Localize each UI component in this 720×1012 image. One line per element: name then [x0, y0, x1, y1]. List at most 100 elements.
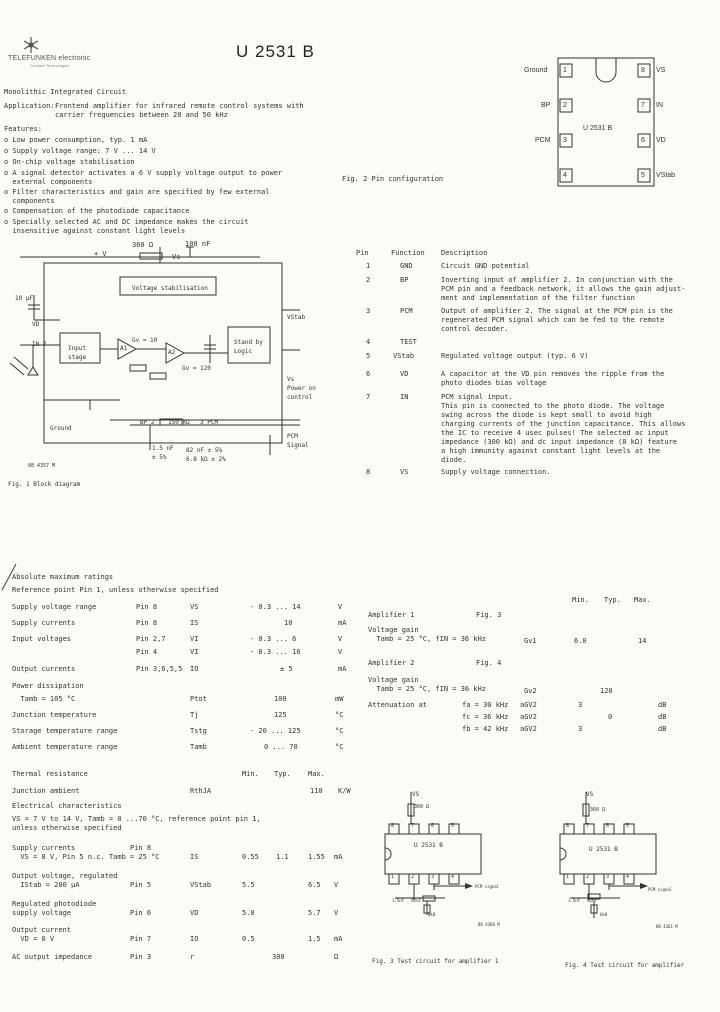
feature-item: o A signal detector activates a 6 V supp… — [4, 169, 283, 186]
amp1-label: Amplifier 1 — [368, 611, 415, 619]
pin-row-pin: 5 — [366, 352, 371, 360]
application-text: Frontend amplifier for infrared remote c… — [55, 102, 304, 119]
bd-cap-left: 10 µF — [15, 295, 34, 302]
bd-ground: Ground — [50, 425, 72, 432]
pin-7-num: 7 — [641, 102, 645, 109]
electrical-subtitle: VS = 7 V to 14 V, Tamb = 0 ...70 °C, ref… — [12, 815, 261, 832]
fig4-pcm: PCM signal — [648, 887, 673, 892]
table-row: Output current VD = 0 V Pin 7 IO 0.5 1.5… — [12, 926, 343, 943]
bd-r-6k8: 6.8 kΩ ± 2% — [186, 456, 226, 463]
bd-pcm-signal: PCM Signal — [287, 433, 309, 449]
margin-mark — [1, 563, 17, 591]
pin-row-pin: 1 — [366, 262, 371, 270]
pin-row-func: TEST — [400, 338, 417, 346]
fig4-caption: Fig. 4 Test circuit for amplifier — [565, 962, 685, 969]
amp2-sym: Gv2 — [524, 687, 537, 695]
bd-c-bp: 1.5 nF ± 5% — [152, 445, 174, 461]
bd-plus-v: + V — [94, 250, 107, 258]
brand-subline: Creative Technologies — [30, 63, 70, 68]
subtitle: Monolithic Integrated Circuit — [4, 88, 127, 96]
fig3-pin: 1 — [391, 874, 395, 880]
pin-col-header: Pin — [356, 249, 369, 257]
pin-row-pin: 2 — [366, 276, 371, 284]
application-label: Application: — [4, 102, 55, 110]
fig4-pin: 8 — [566, 823, 570, 829]
thermal-min-header: Min. — [242, 770, 259, 778]
fig4-r1: 360 Ω — [590, 807, 606, 813]
pin-row-pin: 3 — [366, 307, 371, 315]
pin-row-func: GND — [400, 262, 413, 270]
brand-name: TELEFUNKEN electronic — [8, 55, 91, 62]
amp-min-header: Min. — [572, 596, 589, 604]
thermal-title: Thermal resistance — [12, 770, 88, 778]
feature-item: o Supply voltage range: 7 V ... 14 V — [4, 147, 156, 155]
bd-bp: BP 2 — [140, 419, 155, 426]
amp2-label: Amplifier 2 — [368, 659, 415, 667]
pin-3-name: PCM — [535, 137, 551, 144]
table-row: Output voltage, regulated IStab = 200 µA… — [12, 872, 339, 889]
bd-vs-out: Vs — [287, 376, 295, 383]
pin-6-name: VD — [656, 137, 666, 144]
pin-7-name: IN — [656, 102, 663, 109]
fig3-code: 88 4360 M — [478, 922, 500, 927]
bd-c-top: 100 nF — [185, 240, 211, 248]
fig2-caption: Fig. 2 Pin configuration — [342, 175, 444, 183]
fig4-r2: 6k8 — [600, 912, 608, 917]
bd-standby: Stand by Logic — [234, 339, 263, 355]
fig4-vs: VS — [586, 791, 594, 798]
pin-2-name: BP — [541, 102, 551, 109]
light-arrows-icon — [9, 356, 29, 376]
bd-in: IN 7 — [32, 341, 47, 348]
bd-power-on: Power on control — [287, 385, 316, 401]
fig3-vs: VS — [412, 791, 420, 798]
fig4-chip: U 2531 B — [589, 846, 618, 853]
abs-max-title: Absolute maximum ratings — [12, 573, 114, 581]
electrical-title: Electrical characteristics — [12, 802, 122, 810]
pin-row-func: VD — [400, 370, 409, 378]
description-col-header: Description — [441, 249, 488, 257]
function-col-header: Function — [391, 249, 425, 257]
pin-3-num: 3 — [563, 137, 567, 144]
fig3-caps: 1.5nF 82nF — [392, 898, 421, 903]
pin-row-func: VStab — [393, 352, 415, 360]
bd-vd: VD — [32, 321, 40, 328]
feature-item: o Compensation of the photodiode capacit… — [4, 207, 190, 215]
pin-row-desc: Inverting input of amplifier 2. In conju… — [441, 276, 686, 302]
table-row: AC output impedance Pin 3 r 300 Ω — [12, 953, 339, 961]
amp2-fig: Fig. 4 — [476, 659, 502, 667]
pin-8-num: 8 — [641, 67, 645, 74]
amp1-gain-label: Voltage gain Tamb = 25 °C, fIN = 36 kHz — [368, 626, 487, 643]
fig3-pin: 4 — [451, 874, 455, 880]
pin-2-num: 2 — [563, 102, 567, 109]
fig4-pin: 5 — [626, 823, 630, 829]
bd-vstab-block: Voltage stabilisation — [132, 285, 208, 292]
feature-item: o On-chip voltage stabilisation — [4, 158, 135, 166]
chip-label: U 2531 B — [583, 125, 613, 132]
table-row: fa = 30 kHz aGV2 3 dB — [462, 701, 667, 709]
fig3-chip: U 2531 B — [414, 842, 443, 849]
pin-row-desc: PCM signal input. This pin is connected … — [441, 393, 686, 464]
table-row: fb = 42 kHz aGV2 3 dB — [462, 725, 667, 733]
fig4-caps: 1.5nF 82nF — [568, 898, 597, 903]
pin-row-func: PCM — [400, 307, 413, 315]
bd-r-top: 360 Ω — [132, 241, 154, 249]
fig3-pin: 8 — [391, 823, 395, 829]
pin-1-num: 1 — [563, 67, 567, 74]
bd-a2: A2 — [168, 349, 176, 356]
pin-row-desc: Regulated voltage output (typ. 6 V) — [441, 352, 589, 360]
pin-row-pin: 7 — [366, 393, 371, 401]
feature-item: o Low power consumption, typ. 1 mA — [4, 136, 148, 144]
fig3-pin: 7 — [411, 823, 415, 829]
fig3-test-circuit — [384, 792, 482, 915]
fig4-code: 88 4361 M — [656, 924, 678, 929]
bd-code: 88 4357 M — [28, 463, 56, 469]
left-pins — [559, 63, 573, 183]
fig4-pin: 1 — [566, 874, 570, 880]
block-diagram — [9, 246, 300, 455]
